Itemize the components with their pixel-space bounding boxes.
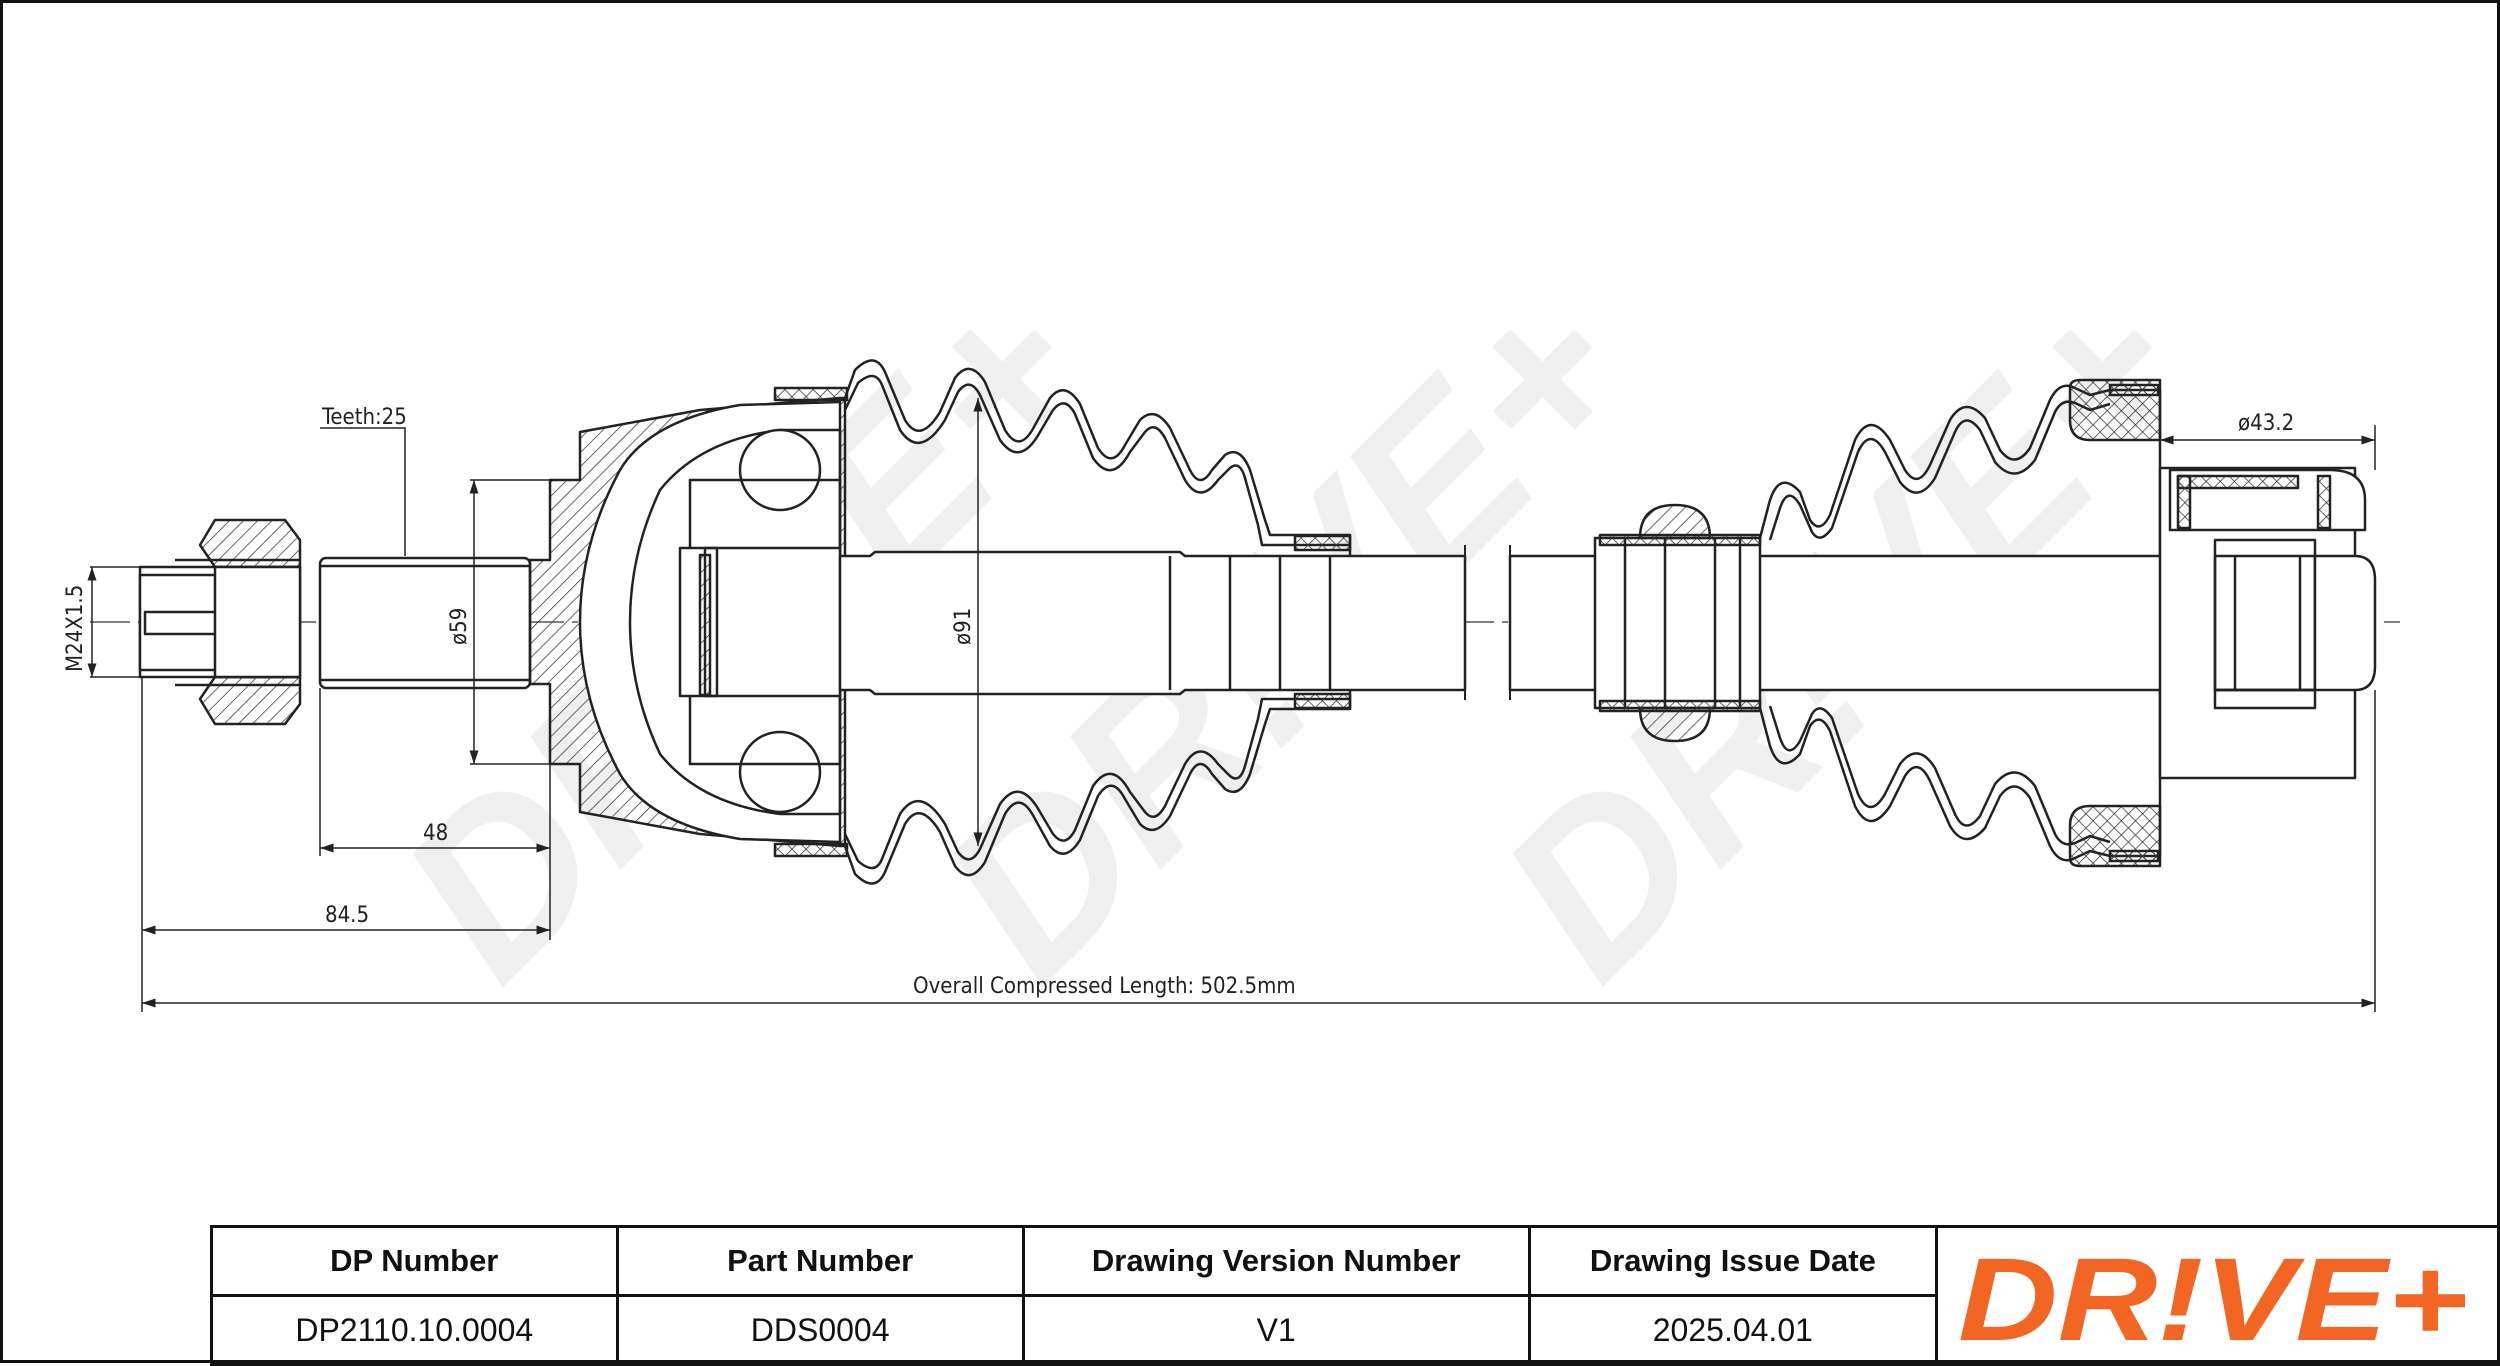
outer-boot-top-inner <box>843 374 1350 547</box>
inner-boot-top <box>1758 384 2162 556</box>
header-issue-date: Drawing Issue Date <box>1527 1225 1939 1297</box>
outer-boot-clamp-top <box>1293 534 1352 552</box>
outer-boot-clamp-bottom <box>1293 692 1352 710</box>
cotter-slot <box>143 610 222 636</box>
drive-logo: DR!VE+ <box>1958 1234 2468 1363</box>
main-shaft <box>838 550 1467 696</box>
title-table: DP Number Part Number Drawing Version Nu… <box>210 1225 1939 1366</box>
ball-bottom <box>738 730 822 814</box>
overall-length-label: Overall Compressed Length: 502.5mm <box>913 974 1296 999</box>
value-drawing-version: V1 <box>1021 1294 1531 1366</box>
value-part-number: DDS0004 <box>615 1294 1025 1366</box>
dimensions <box>87 398 2376 1012</box>
ball-top <box>738 428 822 512</box>
len-84-label: 84.5 <box>325 903 369 928</box>
inner-boot-bottom-inner <box>1768 705 2111 846</box>
outer-boot-top <box>843 359 1352 556</box>
outer-clamp-top <box>773 386 849 402</box>
spline-section <box>318 556 532 690</box>
inner-boot-top-inner <box>1768 400 2111 541</box>
header-drawing-version: Drawing Version Number <box>1021 1225 1531 1297</box>
title-block: DP Number Part Number Drawing Version Nu… <box>210 1225 2500 1366</box>
dia-91-label: ø91 <box>951 608 976 645</box>
len-48-label: 48 <box>423 821 448 846</box>
dia-59-label: ø59 <box>447 608 472 645</box>
teeth-label: Teeth:25 <box>321 405 407 430</box>
value-issue-date: 2025.04.01 <box>1527 1294 1939 1366</box>
inner-boot-ring-bottom <box>1638 706 1712 743</box>
title-value-row: DP2110.10.0004 DDS0004 V1 2025.04.01 <box>210 1294 1939 1366</box>
dia-43-label: ø43.2 <box>2238 411 2294 436</box>
outer-boot-bottom <box>843 690 1352 885</box>
tripod-body <box>2313 554 2377 692</box>
inner-boot-ring-top <box>1638 503 1712 540</box>
logo-cell: DR!VE+ <box>1938 1225 2500 1366</box>
inner-boot-bottom <box>1758 690 2162 862</box>
header-part-number: Part Number <box>615 1225 1025 1297</box>
outer-boot-bottom-inner <box>843 697 1350 870</box>
nut-body <box>213 565 302 679</box>
outer-clamp-bottom <box>773 842 849 858</box>
value-dp-number: DP2110.10.0004 <box>210 1294 619 1366</box>
logo-text: DR!VE+ <box>1958 1234 2468 1363</box>
thread-label: M24X1.5 <box>63 585 88 672</box>
title-header-row: DP Number Part Number Drawing Version Nu… <box>210 1225 1939 1297</box>
inner-boot-seat <box>1593 536 1762 710</box>
shaft-drawing <box>138 359 2377 885</box>
header-dp-number: DP Number <box>210 1225 619 1297</box>
